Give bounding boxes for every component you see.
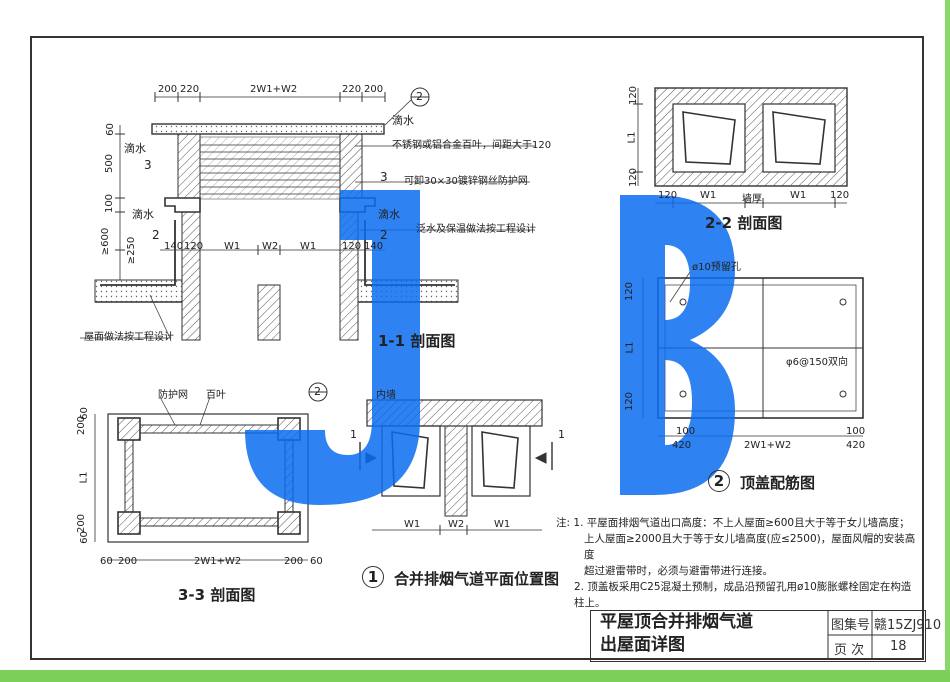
title-plan-1: 合并排烟气道平面位置图 [394, 570, 560, 588]
dim-1-1-left-c: 100 [104, 193, 116, 214]
dim-1-1-top-d: 220 [342, 84, 362, 95]
dim-cover-bot-a: 100 [676, 426, 696, 437]
notes-prefix: 注: [556, 517, 571, 529]
ref-3-left: 3 [144, 158, 152, 172]
dim-1-1-top-a: 200 [158, 84, 178, 95]
plan-number: 1 [362, 566, 384, 588]
page-label: 页 次 [834, 643, 865, 658]
note-1-line-2: 上人屋面≥2000且大于等于女儿墙高度(应≤2500)，屋面风帽的安装高度 [584, 533, 916, 561]
dim-1-1-bot-e: W1 [300, 241, 317, 252]
title-block-title: 平屋顶合并排烟气道 出屋面详图 [600, 611, 810, 657]
section-2-2-drawing [633, 87, 848, 208]
dim-3-3-left-e: 60 [78, 531, 90, 544]
hole-label: ø10预留孔 [692, 262, 741, 273]
scan-edge-bottom [0, 670, 950, 682]
dim-1-1-bot-d: W2 [262, 241, 279, 252]
dim-1-1-bot-g: 140 [364, 241, 384, 252]
title-block [590, 610, 926, 662]
dim-2-2-bot-c: 墙厚 [742, 194, 762, 205]
note-louver: 不锈钢或铝合金百叶，间距大于120 [392, 140, 552, 151]
title-cover-rebar: 顶盖配筋图 [740, 474, 816, 492]
dim-3-3-bot-a: 60 [100, 556, 113, 567]
louver-label: 百叶 [206, 390, 226, 401]
dim-cover-bot-e: 420 [846, 440, 866, 451]
dim-1-1-left-b: 500 [104, 153, 116, 174]
ref-2-left: 2 [152, 228, 160, 242]
page-number: 18 [890, 639, 907, 654]
section-mark-right: 1 [558, 428, 565, 441]
dim-2-2-left-b: L1 [626, 131, 638, 144]
title-section-3-3: 3-3 剖面图 [178, 586, 256, 604]
dim-2-2-left-a: 120 [628, 85, 640, 106]
dim-2-2-bot-e: 120 [830, 190, 850, 201]
title-section-2-2: 2-2 剖面图 [705, 214, 783, 232]
drip-label-1: 滴水 [124, 142, 146, 155]
watermark-logo [245, 190, 735, 505]
dim-2-2-bot-b: W1 [700, 190, 717, 201]
dim-1-1-top-e: 200 [364, 84, 384, 95]
dim-1-1-top-c: 2W1+W2 [250, 84, 298, 95]
dim-1-1-left-e: ≥250 [126, 236, 138, 265]
dim-1-1-top-b: 220 [180, 84, 200, 95]
dim-cover-bot-c: 2W1+W2 [744, 440, 792, 451]
drip-label-3: 滴水 [132, 208, 154, 221]
dim-3-3-bot-d: 200 [284, 556, 304, 567]
mesh-label: 防护网 [158, 390, 188, 401]
note-roof: 屋面做法按工程设计 [84, 332, 174, 343]
dim-plan-bot-c: W1 [494, 519, 511, 530]
dim-2-2-left-c: 120 [628, 167, 640, 188]
notes-block: 注: 1. 平屋面排烟气道出口高度：不上人屋面≥600且大于等于女儿墙高度； 上… [556, 515, 916, 611]
note-waterproof: 泛水及保温做法按工程设计 [416, 224, 536, 235]
dim-cover-left-b: L1 [624, 341, 636, 354]
cover-rebar-number: 2 [708, 470, 730, 492]
title-section-1-1: 1-1 剖面图 [378, 332, 456, 350]
dim-cover-bot-d: 100 [846, 426, 866, 437]
dim-2-2-bot-d: W1 [790, 190, 807, 201]
rebar-label: φ6@150双向 [786, 357, 849, 368]
dim-plan-bot-a: W1 [404, 519, 421, 530]
dim-1-1-left-a: 60 [104, 123, 116, 136]
drip-label-4: 滴水 [378, 208, 400, 221]
section-mark-left: 1 [350, 428, 357, 441]
title-line-1: 平屋顶合并排烟气道 [600, 612, 753, 632]
dim-1-1-left-d: ≥600 [100, 227, 112, 256]
dim-3-3-bot-b: 200 [118, 556, 138, 567]
dim-1-1-bot-f: 120 [342, 241, 362, 252]
callout-number: 2 [416, 90, 423, 103]
dim-cover-left-c: 120 [624, 391, 636, 412]
dim-3-3-left-c: L1 [78, 471, 90, 484]
section-1-1-drawing [80, 87, 535, 341]
note-2: 2. 顶盖板采用C25混凝土预制，成品沿预留孔用ø10膨胀螺栓固定在构造柱上。 [574, 581, 912, 609]
title-line-2: 出屋面详图 [600, 635, 685, 655]
dim-cover-left-a: 120 [624, 281, 636, 302]
drip-label-2: 滴水 [392, 114, 414, 127]
dim-2-2-bot-a: 120 [658, 190, 678, 201]
notes-line-1: 注: 1. 平屋面排烟气道出口高度：不上人屋面≥600且大于等于女儿墙高度； [556, 515, 916, 531]
scan-edge-right [945, 0, 950, 682]
dim-cover-bot-b: 420 [672, 440, 692, 451]
dim-3-3-left-b: 60 [78, 407, 90, 420]
dim-plan-bot-b: W2 [448, 519, 465, 530]
dim-1-1-bot-c: W1 [224, 241, 241, 252]
dim-3-3-bot-c: 2W1+W2 [194, 556, 242, 567]
ref-2-right: 2 [380, 228, 388, 242]
section-3-3-drawing [94, 396, 309, 561]
ref-3-right: 3 [380, 170, 388, 184]
note-mesh: 可卸30×30镀锌钢丝防护网 [404, 176, 528, 187]
dim-1-1-bot-a: 140 [164, 241, 184, 252]
inner-wall-label: 内墙 [376, 390, 396, 401]
note-1-line-3: 超过避雷带时，必须与避雷带进行连接。 [584, 565, 773, 577]
atlas-label: 图集号 [831, 618, 871, 633]
drawing-frame [30, 36, 924, 660]
dim-1-1-bot-b: 120 [184, 241, 204, 252]
atlas-number: 赣15ZJ910 [874, 618, 942, 633]
plan-callout-number: 2 [314, 385, 321, 398]
dim-3-3-bot-e: 60 [310, 556, 323, 567]
note-1-line-1: 1. 平屋面排烟气道出口高度：不上人屋面≥600且大于等于女儿墙高度； [573, 517, 910, 529]
